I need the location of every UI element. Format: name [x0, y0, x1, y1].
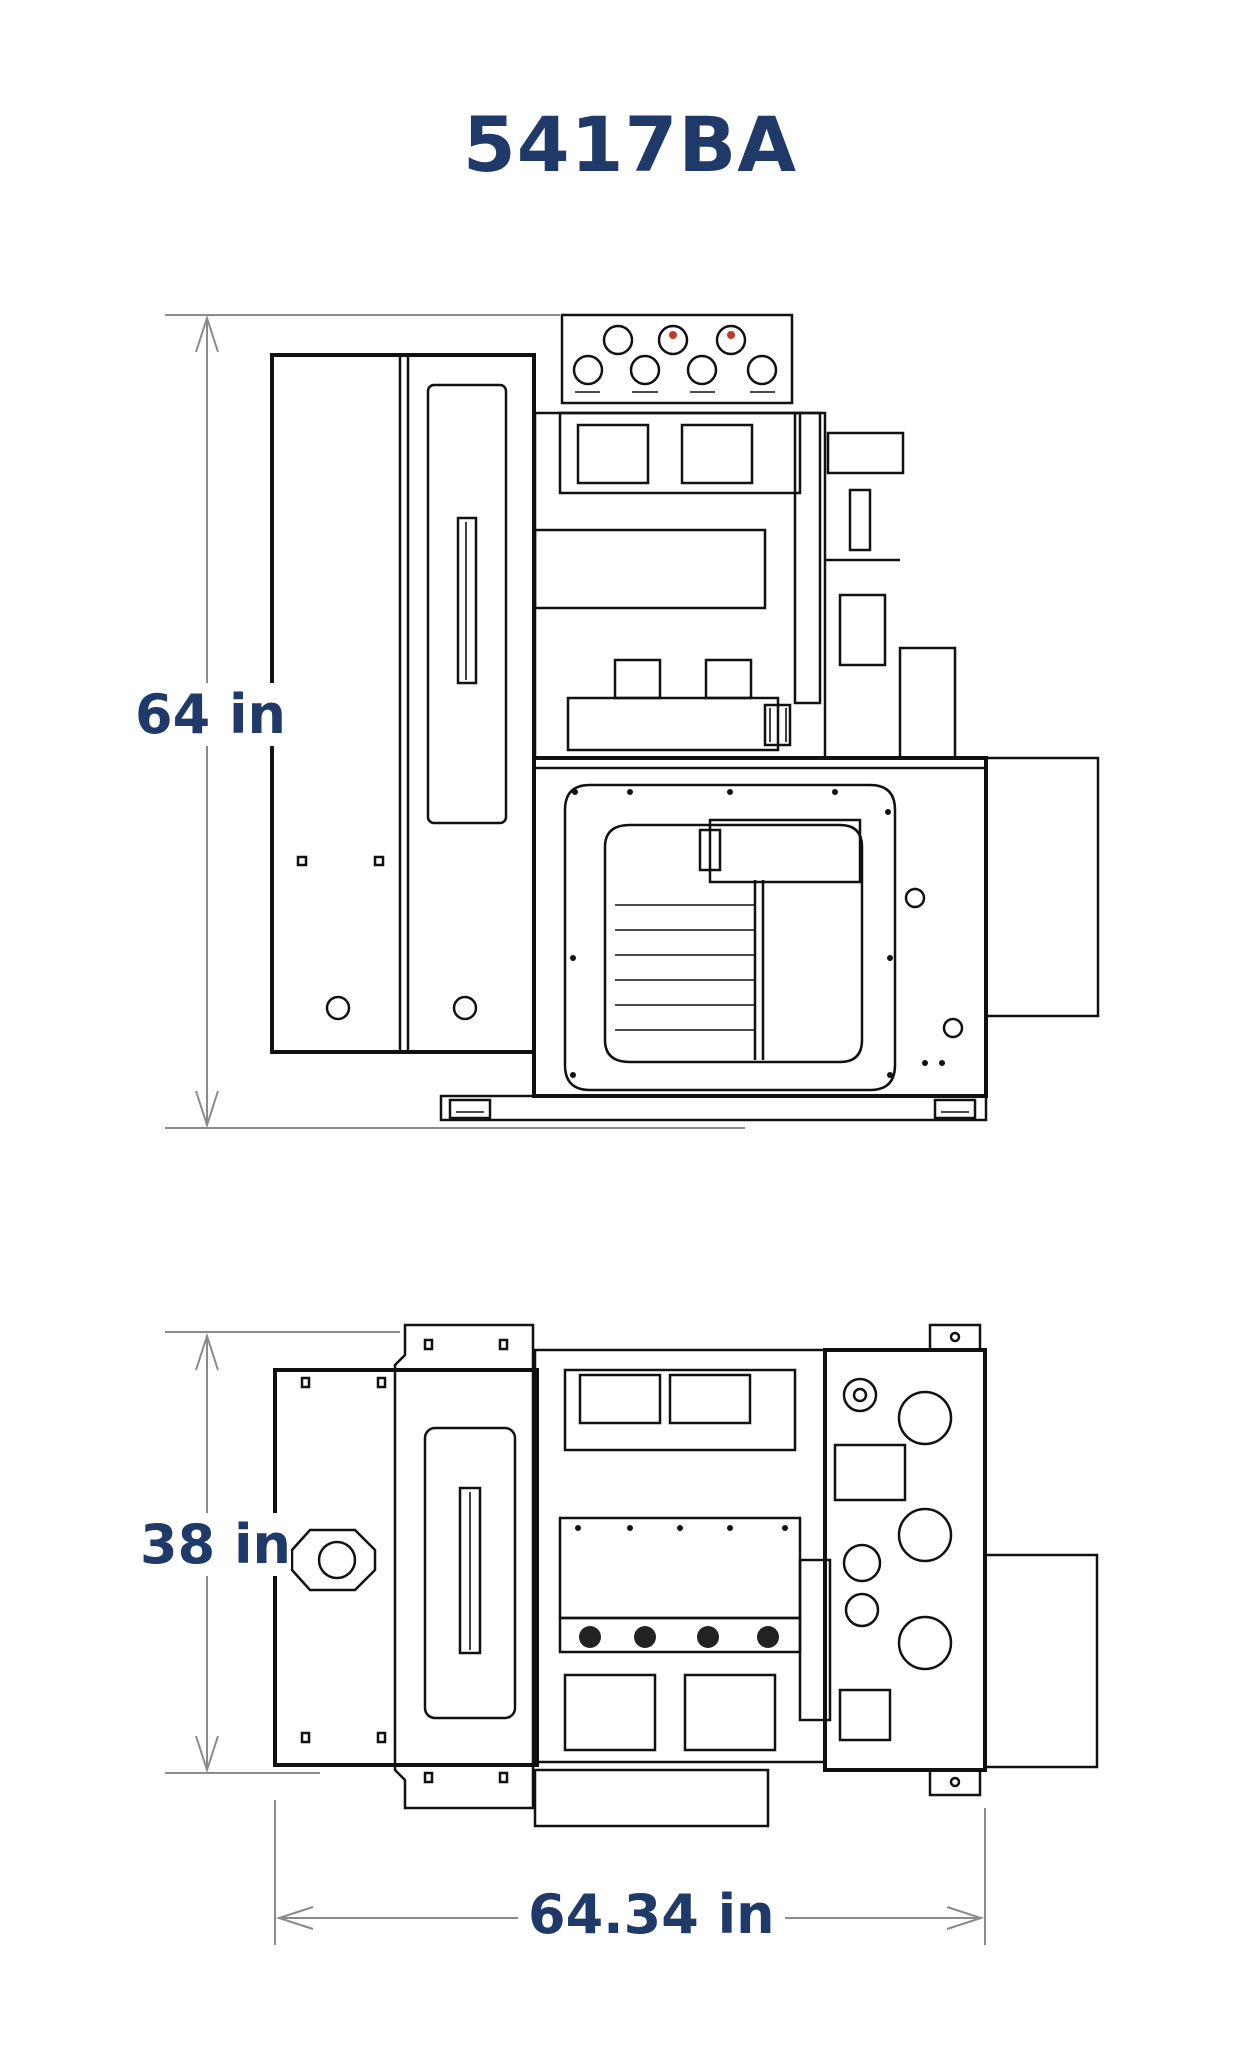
compressor-top [823, 1323, 1099, 1797]
compressor-frame [439, 756, 1100, 1122]
front-elevation-view [165, 313, 1100, 1129]
engine-top [533, 1348, 832, 1828]
depth-dimension-label: 38 in [140, 1513, 291, 1576]
gauge-panel [560, 313, 794, 405]
length-dimension-label: 64.34 in [518, 1883, 785, 1946]
model-title: 5417BA [462, 100, 798, 189]
belt-guard-top [273, 1323, 539, 1810]
height-dimension-label: 64 in [135, 683, 286, 746]
belt-guard-cabinet [270, 353, 536, 1054]
engine-block [533, 411, 957, 760]
top-plan-view [165, 1323, 1099, 1945]
